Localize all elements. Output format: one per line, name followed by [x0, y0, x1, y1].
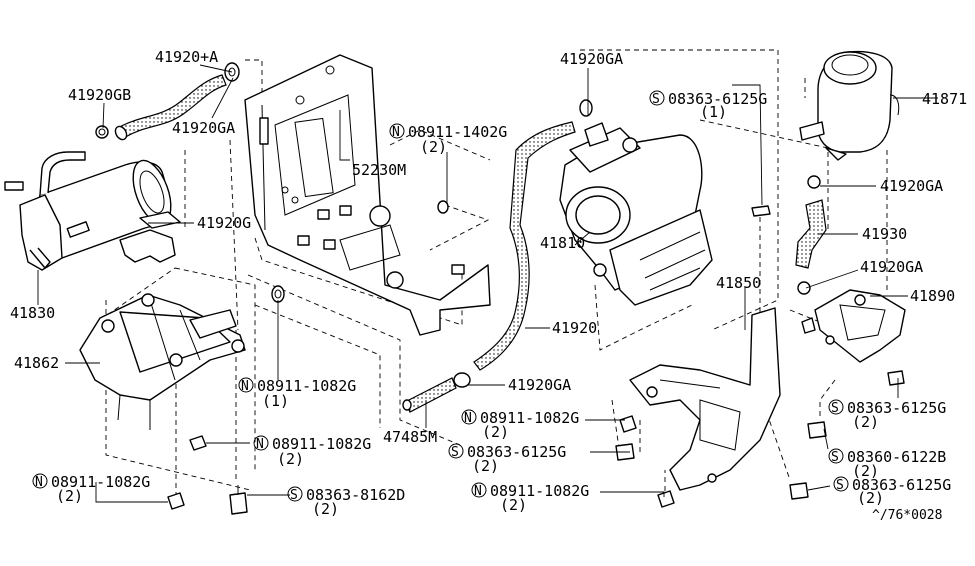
nut-symbol — [461, 409, 477, 425]
label-52230m: 52230M — [352, 161, 406, 179]
diagram-code: ^/76*0028 — [872, 508, 942, 523]
label-41920a: 41920+A — [155, 48, 218, 66]
qty-08911-1082g-e: (2) — [500, 496, 527, 514]
nut-symbol — [32, 473, 48, 489]
label-08911-1402g: 08911-1402G — [408, 123, 507, 141]
qty-08363-6125g-mid: (2) — [472, 457, 499, 475]
label-41920: 41920 — [552, 319, 597, 337]
label-41920ga-bottom: 41920GA — [508, 376, 571, 394]
label-41810: 41810 — [540, 234, 585, 252]
clip-41920g — [119, 211, 181, 263]
label-47485m: 47485M — [383, 428, 437, 446]
qty-08911-1402g: (2) — [420, 138, 447, 156]
screw-symbol-letter: S — [652, 92, 660, 107]
label-08363-8162d: 08363-8162D — [306, 486, 405, 504]
label-41871: 41871 — [922, 90, 967, 108]
bracket-52230m — [244, 54, 491, 336]
hose-41930 — [795, 175, 827, 295]
label-08911-1082g-d: 08911-1082G — [51, 473, 150, 491]
label-08911-1082g-e: 08911-1082G — [490, 482, 589, 500]
label-41920ga-top: 41920GA — [172, 119, 235, 137]
qty-08363-6125g-r1: (2) — [852, 413, 879, 431]
label-08363-6125g-r2: 08363-6125G — [852, 476, 951, 494]
label-08360-6122b: 08360-6122B — [847, 448, 946, 466]
nut-symbol-letter: N — [474, 484, 482, 499]
label-08363-6125g-mid: 08363-6125G — [467, 443, 566, 461]
hose-41920 — [404, 121, 576, 413]
screw-symbol-letter: S — [831, 450, 839, 465]
bracket-41862 — [79, 293, 246, 430]
qty-08911-1082g-c: (2) — [482, 423, 509, 441]
screw-symbol — [649, 90, 665, 106]
label-41890: 41890 — [910, 287, 955, 305]
label-08911-1082g-a: 08911-1082G — [257, 377, 356, 395]
screw-symbol — [287, 486, 303, 502]
qty-08911-1082g-a: (1) — [262, 392, 289, 410]
label-41850: 41850 — [716, 274, 761, 292]
label-41920ga-right2: 41920GA — [860, 258, 923, 276]
nut-symbol-letter: N — [256, 437, 264, 452]
label-41920gb: 41920GB — [68, 86, 131, 104]
qty-08363-6125g-top: (1) — [700, 103, 727, 121]
nut-symbol-letter: N — [35, 475, 43, 490]
label-08363-6125g-r1: 08363-6125G — [847, 399, 946, 417]
nut-symbol-letter: N — [464, 411, 472, 426]
qty-08363-6125g-r2: (2) — [857, 489, 884, 507]
nut-symbol — [253, 435, 269, 451]
label-08363-6125g-top: 08363-6125G — [668, 90, 767, 108]
reservoir-41871 — [799, 50, 900, 161]
label-41830: 41830 — [10, 304, 55, 322]
screw-symbol-letter: S — [836, 478, 844, 493]
label-41920ga-right: 41920GA — [880, 177, 943, 195]
nut-symbol — [389, 123, 405, 139]
nut-symbol — [471, 482, 487, 498]
qty-08363-8162d: (2) — [312, 500, 339, 518]
screw-symbol-letter: S — [290, 488, 298, 503]
fasteners — [167, 99, 905, 515]
bracket-41890 — [814, 289, 906, 363]
screw-symbol — [833, 476, 849, 492]
screw-symbol-letter: S — [451, 445, 459, 460]
nut-symbol-letter: N — [241, 379, 249, 394]
screw-symbol — [448, 443, 464, 459]
label-08911-1082g-c: 08911-1082G — [480, 409, 579, 427]
qty-08360-6122b: (2) — [852, 462, 879, 480]
pump-41810 — [559, 122, 713, 306]
part-labels: 41920+A 41920GB 41920GA 41920G 41830 418… — [10, 48, 967, 523]
label-41862: 41862 — [14, 354, 59, 372]
nut-symbol — [238, 377, 254, 393]
label-08911-1082g-b: 08911-1082G — [272, 435, 371, 453]
label-41920ga-upper: 41920GA — [560, 50, 623, 68]
nut-symbol-letter: N — [392, 125, 400, 140]
qty-08911-1082g-d: (2) — [56, 487, 83, 505]
label-41920g: 41920G — [197, 214, 251, 232]
bracket-41850 — [629, 307, 781, 491]
screw-symbol — [828, 399, 844, 415]
label-41930: 41930 — [862, 225, 907, 243]
screw-symbol-letter: S — [831, 401, 839, 416]
leader-lines — [37, 64, 938, 503]
qty-08911-1082g-b: (2) — [277, 450, 304, 468]
screw-symbol — [828, 448, 844, 464]
